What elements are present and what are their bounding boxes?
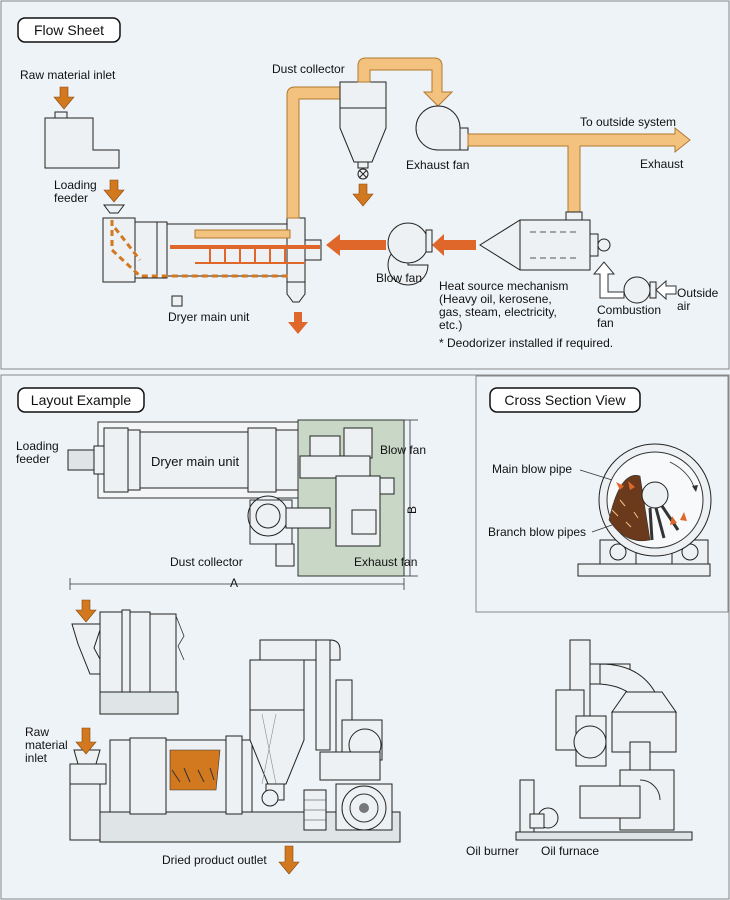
heat-source-mechanism [479, 211, 611, 271]
deodorizer-note: * Deodorizer installed if required. [439, 336, 613, 350]
dryer-to-collector-pipe [286, 86, 341, 219]
dryer-main-unit-label: Dryer main unit [168, 310, 250, 324]
layout-loading-feeder-1: Loading [16, 439, 59, 453]
dried-product-outlet-label: Dried product outlet [162, 853, 267, 867]
layout-dryer-main-unit: Dryer main unit [151, 454, 240, 469]
main-blow-pipe-flow [170, 245, 320, 249]
feeder-chute [103, 204, 125, 214]
internal-hot-air-pipe [194, 229, 291, 239]
exhaust-fan-label: Exhaust fan [406, 158, 469, 172]
outside-air-label-1: Outside [677, 286, 719, 300]
layout-dim-a: A [230, 576, 238, 590]
elevation-raw-inlet-arrow [75, 727, 97, 755]
branch-blow-pipes-label: Branch blow pipes [488, 525, 586, 539]
combustion-air-arrow [592, 261, 625, 299]
layout-blow-fan: Blow fan [380, 443, 426, 457]
cross-section-drum [577, 443, 712, 577]
flow-sheet-title: Flow Sheet [34, 22, 104, 38]
plan-view [67, 419, 418, 590]
layout-loading-feeder-2: feeder [16, 452, 50, 466]
exhaust-pipe [467, 126, 691, 213]
dried-product-outlet-arrow [278, 845, 300, 875]
layout-dust-collector: Dust collector [170, 555, 243, 569]
layout-dim-b: B [405, 506, 419, 514]
collector-output-arrow [352, 183, 374, 207]
feeder-arrow [103, 179, 125, 203]
raw-material-inlet-label: Raw material inlet [20, 68, 116, 82]
exhaust-label: Exhaust [640, 157, 684, 171]
dust-collector [339, 81, 387, 180]
loading-feeder-label-2: feeder [54, 191, 88, 205]
main-blow-pipe-label: Main blow pipe [492, 462, 572, 476]
loading-feeder-label-1: Loading [54, 178, 97, 192]
outside-air-label-2: air [677, 299, 690, 313]
raw-material-inlet-label-2: material [25, 738, 68, 752]
hopper [44, 111, 120, 169]
dryer-output-arrow [288, 312, 308, 334]
layout-exhaust-fan: Exhaust fan [354, 555, 417, 569]
outside-air-arrow [655, 279, 677, 301]
flow-sheet-title-box: Flow Sheet [17, 17, 121, 43]
oil-burner-label: Oil burner [466, 844, 519, 858]
heat-source-label-2: (Heavy oil, kerosene, [439, 292, 552, 306]
material-flow-path [110, 220, 290, 278]
blow-fan [387, 222, 433, 286]
heat-source-label-3: gas, steam, electricity, [439, 305, 557, 319]
raw-material-inlet-label-1: Raw [25, 725, 49, 739]
heat-source-label-4: etc.) [439, 318, 462, 332]
oil-furnace-label: Oil furnace [541, 844, 599, 858]
main-elevation [69, 639, 401, 843]
combustion-fan-label-1: Combustion [597, 303, 661, 317]
collector-to-fan-pipe [357, 57, 454, 107]
layout-example-title: Layout Example [31, 392, 132, 408]
end-elevation [515, 639, 693, 841]
cross-section-title: Cross Section View [504, 392, 626, 408]
raw-material-inlet-label-3: inlet [25, 751, 48, 765]
combustion-fan-label-2: fan [597, 316, 614, 330]
blowfan-to-dryer-arrow [326, 234, 386, 256]
heat-to-blowfan-arrow [432, 234, 476, 256]
blow-fan-label: Blow fan [376, 271, 422, 285]
heat-source-label-1: Heat source mechanism [439, 279, 568, 293]
layout-example-title-box: Layout Example [17, 387, 145, 413]
to-outside-system-label: To outside system [580, 115, 676, 129]
feeder-elevation [71, 599, 185, 715]
raw-material-arrow [53, 86, 75, 110]
cross-section-title-box: Cross Section View [489, 387, 641, 413]
dust-collector-label: Dust collector [272, 62, 345, 76]
